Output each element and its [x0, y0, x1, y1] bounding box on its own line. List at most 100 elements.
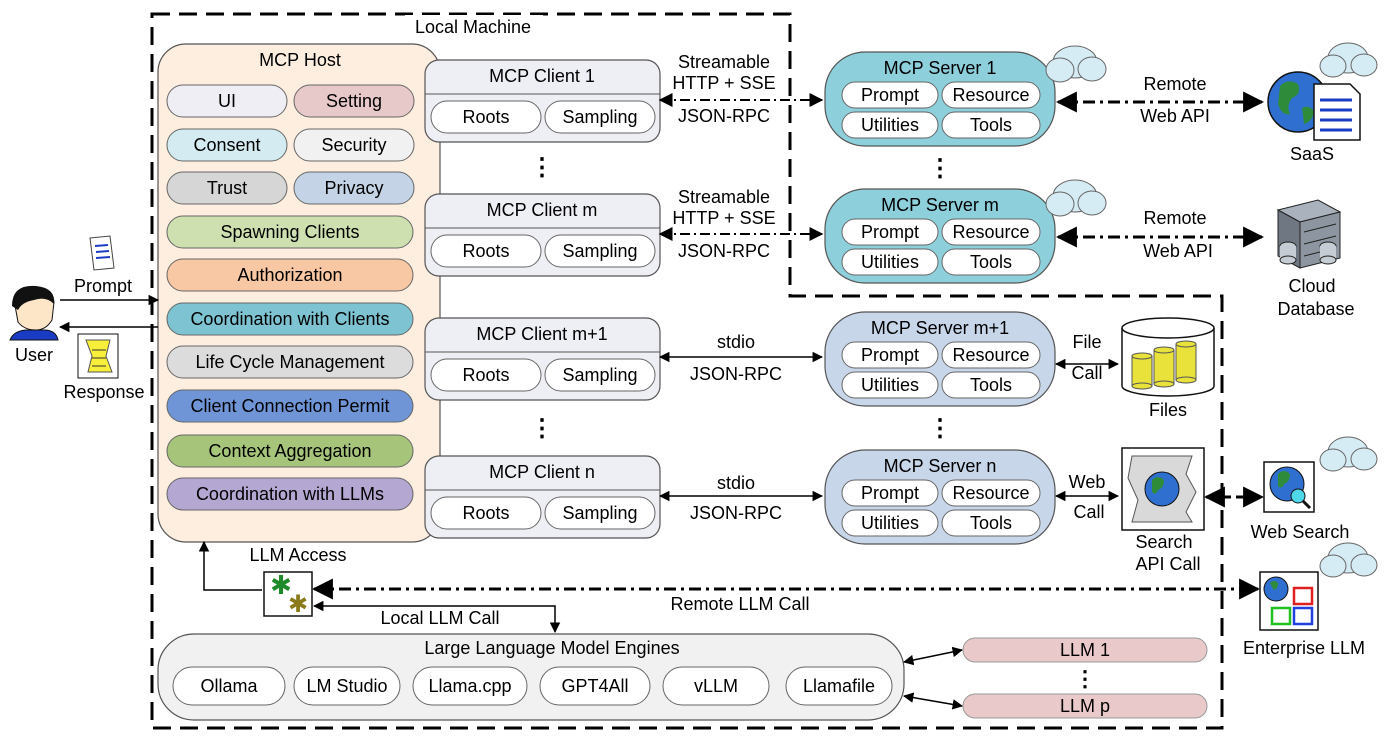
engine-vllm: vLLM — [662, 666, 770, 706]
cloud-icon — [1319, 542, 1378, 578]
response-scroll-icon — [77, 333, 119, 379]
server-resource: Resource — [941, 341, 1041, 369]
llm-access-node: LLM Access ✱ ✱ Local LLM Call Remote LLM… — [198, 540, 1261, 634]
svg-text:Remote: Remote — [1143, 208, 1206, 228]
user-node: User Prompt Response — [9, 235, 160, 402]
host-component-security: Security — [293, 128, 415, 162]
svg-text:JSON-RPC: JSON-RPC — [690, 503, 782, 523]
server-tools: Tools — [941, 509, 1041, 537]
search-api-label-1: Search — [1135, 532, 1192, 552]
svg-text:Streamable: Streamable — [678, 187, 770, 207]
host-component-consent: Consent — [166, 128, 288, 162]
server-resource-label: Resource — [952, 85, 1029, 105]
host-component-setting: Setting — [293, 84, 415, 118]
svg-text:Web API: Web API — [1140, 106, 1210, 126]
mcp-server-title: MCP Server m — [881, 195, 999, 215]
cloud-icon — [1319, 42, 1378, 78]
server-tools-label: Tools — [970, 375, 1012, 395]
mcp-client-2: MCP Client m Roots Sampling — [424, 193, 661, 277]
server-resource: Resource — [941, 218, 1041, 246]
saas-node: SaaS — [1045, 42, 1378, 164]
server-utilities-label: Utilities — [861, 115, 919, 135]
web-search-label: Web Search — [1251, 522, 1350, 542]
server-prompt: Prompt — [841, 81, 939, 109]
host-component-setting-label: Setting — [326, 91, 382, 111]
llm-1-label: LLM 1 — [1060, 640, 1110, 660]
host-component-security-label: Security — [321, 135, 386, 155]
cloud-icon — [1045, 179, 1107, 217]
host-component-coordination-with-llms: Coordination with LLMs — [166, 477, 414, 511]
server-ellipsis-lower: ⋮ — [928, 415, 952, 442]
globe-icon — [1267, 71, 1329, 133]
client-sampling: Sampling — [544, 234, 656, 268]
database-icon — [1121, 317, 1215, 397]
svg-text:stdio: stdio — [717, 473, 755, 493]
llm-p-box — [962, 693, 1208, 719]
client-roots: Roots — [430, 100, 542, 134]
files-node: Files — [1121, 317, 1215, 420]
client-sampling: Sampling — [544, 100, 656, 134]
server-tools: Tools — [941, 248, 1041, 276]
enterprise-llm-label: Enterprise LLM — [1243, 638, 1365, 658]
local-machine-boundary — [150, 12, 1224, 730]
host-component-client-connection-permit-label: Client Connection Permit — [190, 396, 389, 416]
mcp-server-title: MCP Server m+1 — [871, 318, 1009, 338]
cloud-icon — [1319, 436, 1378, 472]
client-sampling-label: Sampling — [562, 503, 637, 523]
server-prompt: Prompt — [841, 341, 939, 369]
client-sampling-label: Sampling — [562, 365, 637, 385]
client-sampling: Sampling — [544, 358, 656, 392]
engine-llama-cpp-label: Llama.cpp — [428, 676, 511, 696]
local-llm-call-arrow — [312, 600, 561, 634]
search-api-label-2: API Call — [1135, 554, 1200, 574]
svg-text:JSON-RPC: JSON-RPC — [678, 241, 770, 261]
svg-text:Call: Call — [1071, 363, 1102, 383]
svg-text:Streamable: Streamable — [678, 52, 770, 72]
host-component-client-connection-permit: Client Connection Permit — [166, 389, 414, 423]
server-prompt-label: Prompt — [861, 222, 919, 242]
server-utilities: Utilities — [841, 509, 939, 537]
magnifier-icon — [1290, 488, 1306, 504]
svg-text:JSON-RPC: JSON-RPC — [690, 364, 782, 384]
client-roots-label: Roots — [462, 503, 509, 523]
saas-label: SaaS — [1290, 144, 1334, 164]
cloud-icon — [1045, 45, 1107, 83]
server-prompt: Prompt — [841, 218, 939, 246]
mcp-client-title: MCP Client m — [487, 200, 598, 220]
server-tools: Tools — [941, 111, 1041, 139]
server-utilities-label: Utilities — [861, 513, 919, 533]
mcp-client-title: MCP Client m+1 — [476, 324, 607, 344]
client-roots-label: Roots — [462, 107, 509, 127]
host-component-spawning-clients-label: Spawning Clients — [220, 222, 359, 242]
local-machine-label: Local Machine — [415, 17, 531, 37]
host-component-context-aggregation-label: Context Aggregation — [208, 441, 371, 461]
host-component-coordination-with-clients: Coordination with Clients — [166, 302, 414, 336]
engine-ollama: Ollama — [172, 666, 286, 706]
server-prompt-label: Prompt — [861, 483, 919, 503]
server-resource: Resource — [941, 81, 1041, 109]
client-roots-label: Roots — [462, 241, 509, 261]
mcp-host-title: MCP Host — [259, 50, 341, 70]
cloud-database-node: Cloud Database — [1045, 179, 1355, 319]
host-component-authorization-label: Authorization — [237, 265, 342, 285]
web-call-link: Web Call — [1054, 472, 1120, 522]
server-utilities-label: Utilities — [861, 252, 919, 272]
server-resource-label: Resource — [952, 483, 1029, 503]
host-component-spawning-clients: Spawning Clients — [166, 215, 414, 249]
svg-text:Remote: Remote — [1143, 74, 1206, 94]
host-to-llm-access-arrow — [198, 540, 262, 591]
transport-2: Streamable HTTP + SSE JSON-RPC — [658, 187, 824, 261]
client-sampling-label: Sampling — [562, 241, 637, 261]
client-sampling-label: Sampling — [562, 107, 637, 127]
host-component-privacy: Privacy — [293, 171, 415, 205]
